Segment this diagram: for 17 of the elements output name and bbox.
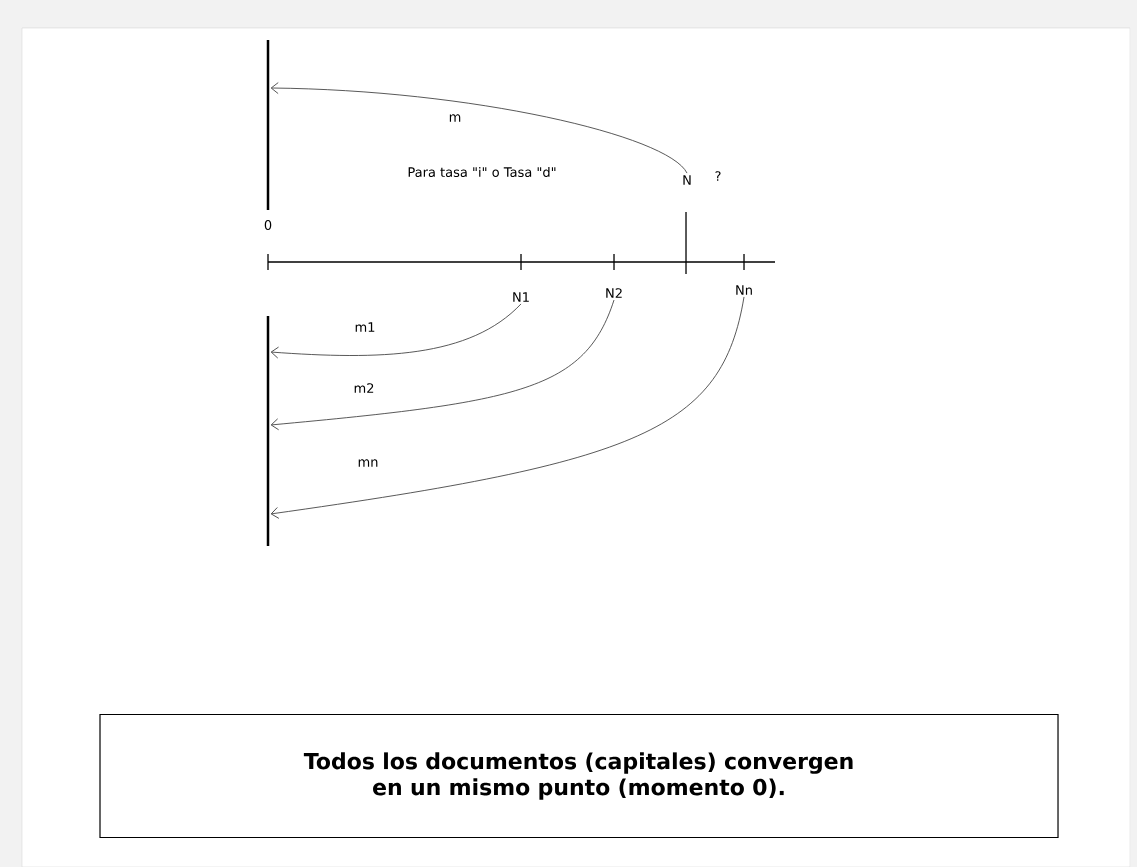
edge-label: m2 [354, 383, 374, 393]
question-mark: ? [715, 171, 721, 181]
line-marker [266, 40, 270, 210]
point-label: Nn [736, 285, 752, 295]
point-label: N2 [606, 288, 622, 298]
arrow [270, 296, 745, 519]
edge-label: mn [358, 459, 378, 467]
edge-label: m [449, 114, 461, 122]
edge-label: m1 [355, 322, 375, 332]
arrow [270, 82, 688, 174]
arrow [270, 303, 522, 359]
point-label: N [683, 175, 691, 185]
caption-box: Todos los documentos (capitales) convergen en un mismo punto (momento 0). [99, 713, 1059, 839]
point-label: N1 [513, 292, 529, 302]
line-marker [266, 316, 270, 546]
arrow [270, 299, 615, 431]
rate-note: Para tasa "i" o Tasa "d" [408, 166, 556, 178]
